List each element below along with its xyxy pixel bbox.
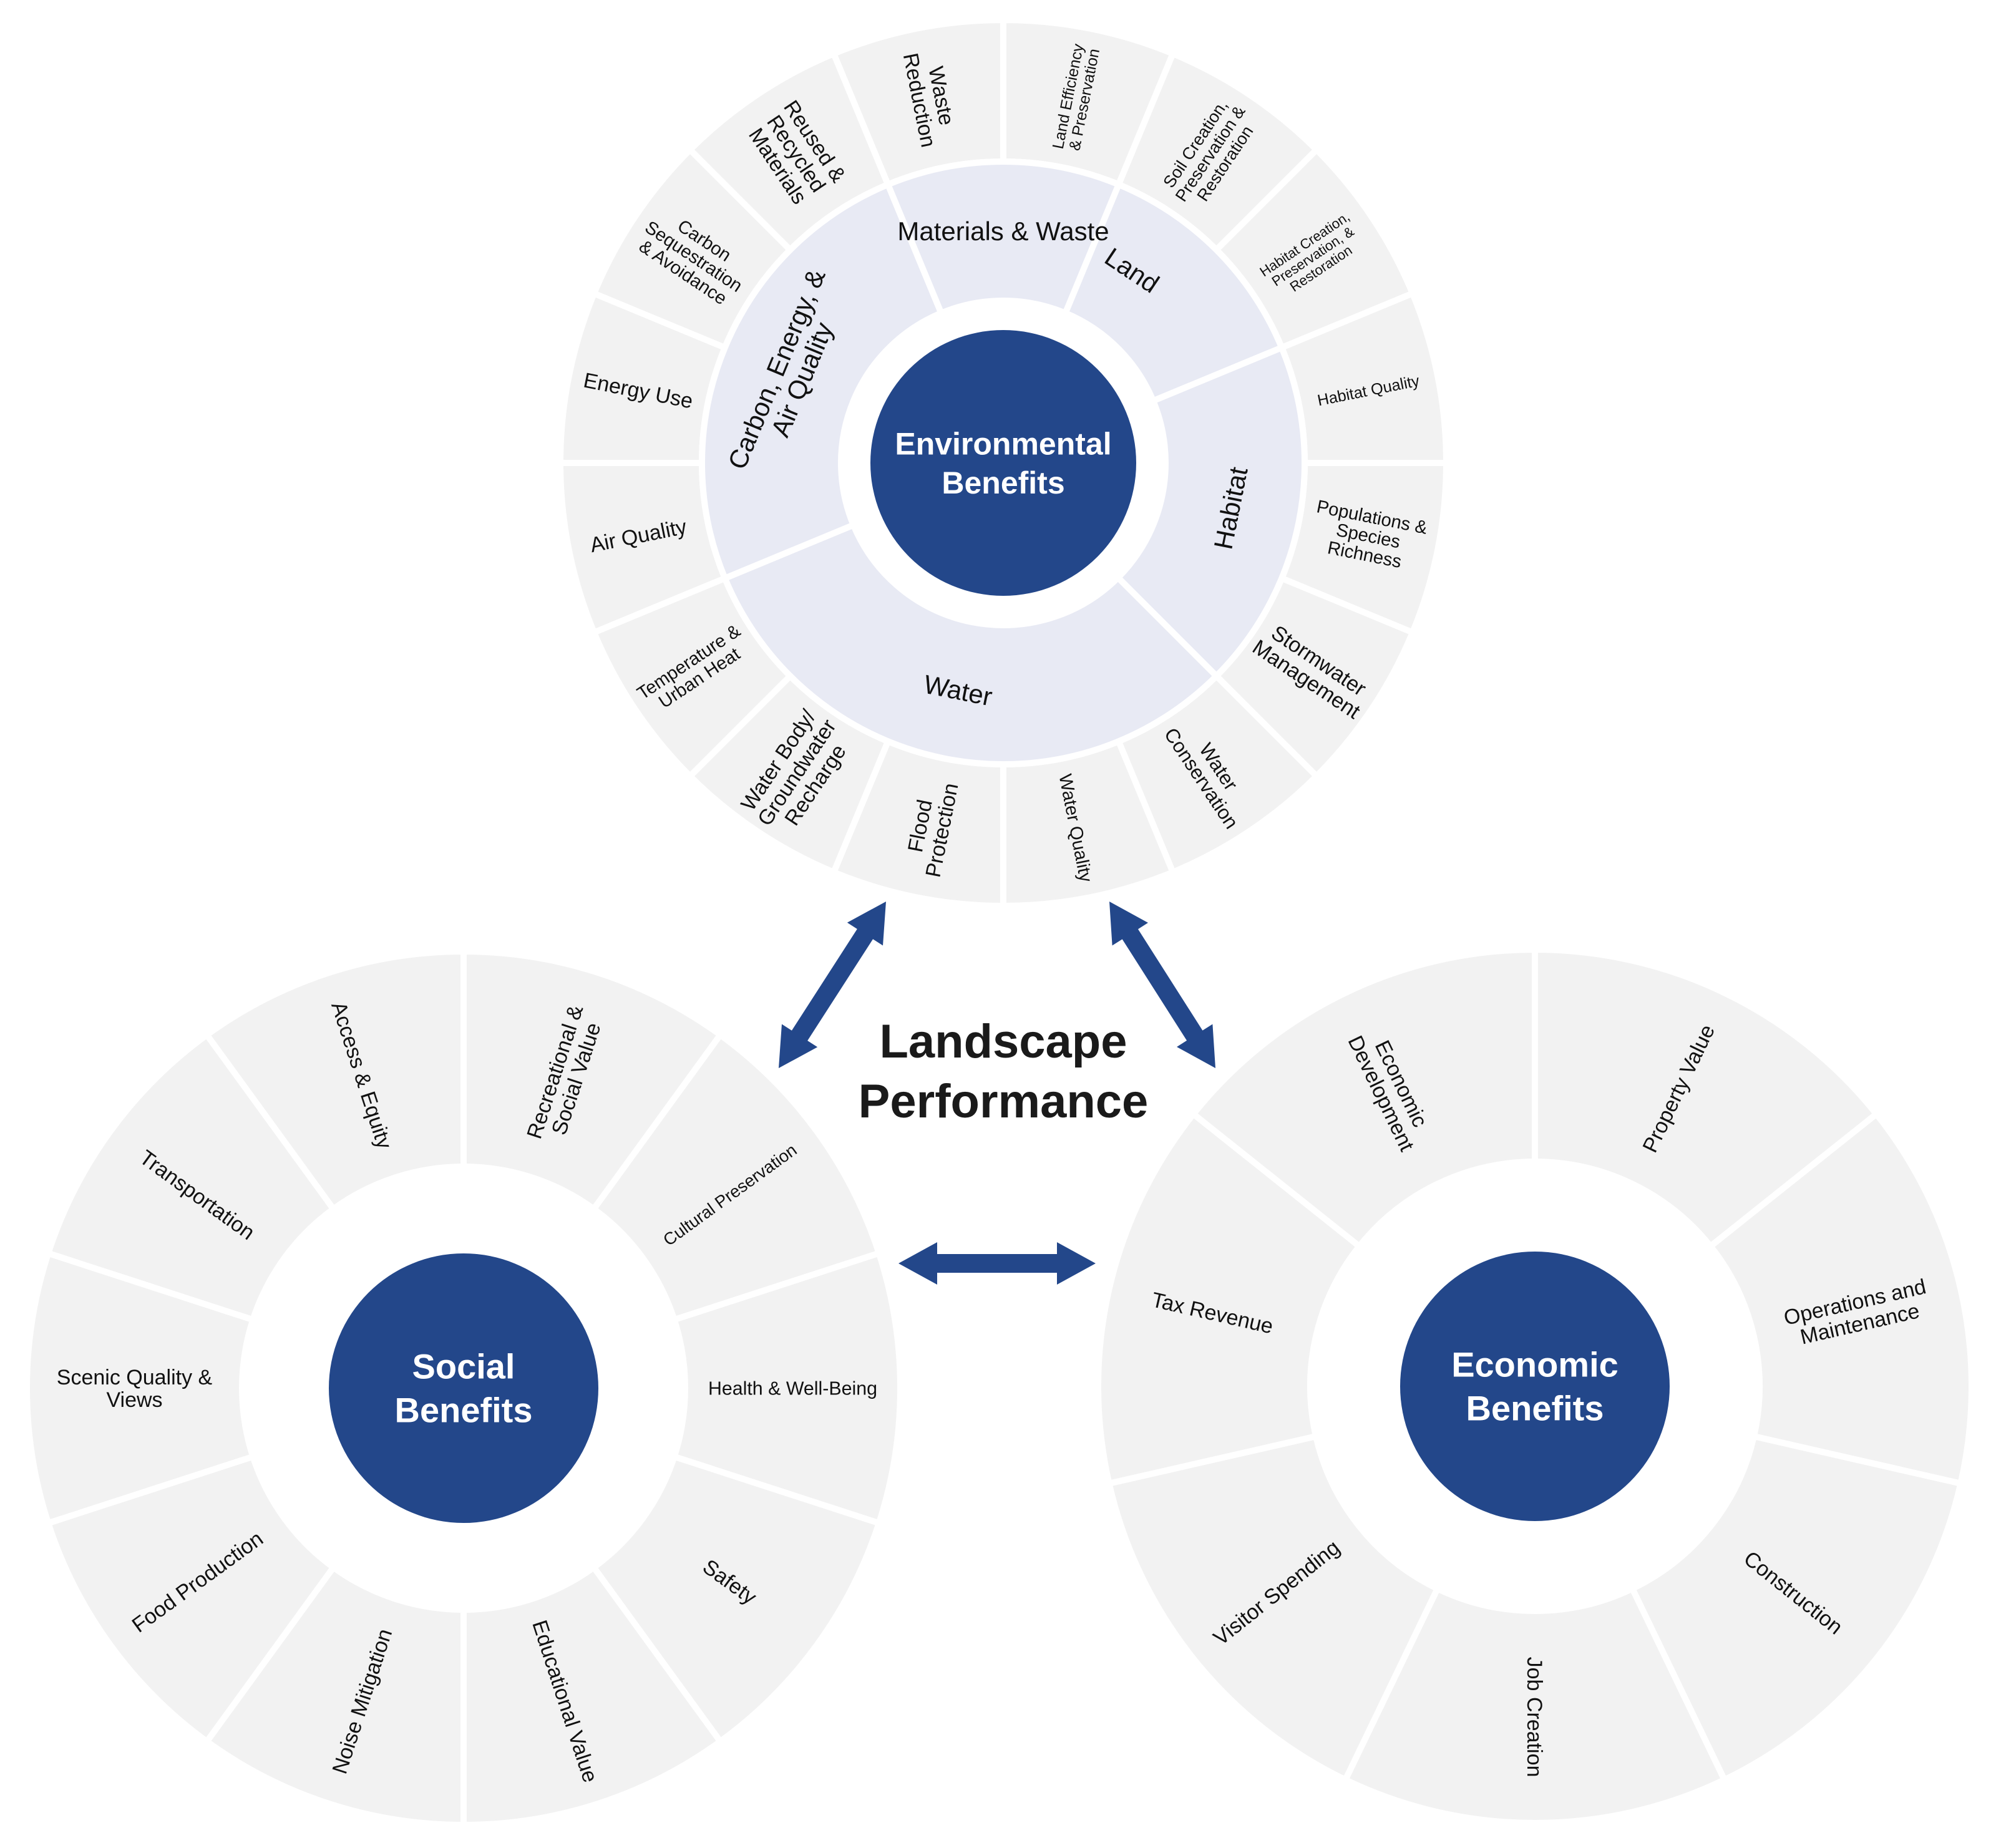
hub-circle [870,330,1136,596]
arrow-environmental-social [779,902,886,1069]
hub-label-line: Economic [1451,1345,1619,1384]
hub-label-line: Benefits [942,465,1064,500]
category-habitat [1113,343,1308,681]
segment-label-health-and-well-being-line: Health & Well-Being [708,1379,877,1399]
segment-educational-value [460,1563,725,1829]
segment-operations-and-maintenance [1706,1109,1975,1487]
hub-label-line: Benefits [395,1391,533,1430]
segment-economic-development [1189,946,1538,1251]
segment-safety [589,1452,884,1746]
category-carbon-energy-and-air-quality [699,180,946,583]
segment-access-and-equity [202,948,467,1213]
segment-job-creation [1341,1584,1729,1826]
segment-recreational-and-social-value [460,948,725,1213]
segment-scenic-quality-and-views [24,1249,257,1527]
segment-visitor-spending [1105,1432,1442,1784]
segment-label-scenic-quality-and-views-line: Views [106,1388,162,1412]
segment-tax-revenue [1095,1109,1364,1487]
segment-noise-mitigation [202,1563,467,1829]
category-water [721,520,1221,767]
category-label-materials-and-waste-line: Materials & Waste [897,216,1109,246]
segment-label-job-creation: Job Creation [1522,1657,1546,1777]
segment-food-production [44,1452,338,1746]
segment-cultural-preservation [589,1030,884,1324]
segment-label-health-and-well-being: Health & Well-Being [708,1379,877,1399]
segment-label-flood-protection: FloodProtection [899,777,963,880]
segment-construction [1628,1432,1965,1784]
segment-label-scenic-quality-and-views-line: Scenic Quality & [57,1366,213,1389]
category-label-materials-and-waste: Materials & Waste [897,216,1109,246]
hub-label-line: Environmental [895,426,1111,461]
diagram-title-line: Landscape [879,1015,1127,1068]
segment-label-scenic-quality-and-views: Scenic Quality &Views [57,1366,213,1412]
segment-property-value [1532,946,1881,1251]
relationship-arrows [779,902,1216,1285]
segment-label-job-creation-line: Job Creation [1522,1657,1546,1777]
arrow-social-economic [898,1242,1096,1285]
hub-label-line: Benefits [1466,1389,1604,1428]
hub-label-line: Social [412,1347,515,1386]
segment-transportation [44,1030,338,1324]
diagram-title-line: Performance [859,1075,1149,1128]
hub-circle [329,1253,598,1523]
category-materials-and-waste [884,158,1123,318]
segment-health-and-well-being [670,1249,903,1527]
arrow-environmental-economic [1109,902,1216,1068]
hub-circle [1400,1252,1670,1521]
